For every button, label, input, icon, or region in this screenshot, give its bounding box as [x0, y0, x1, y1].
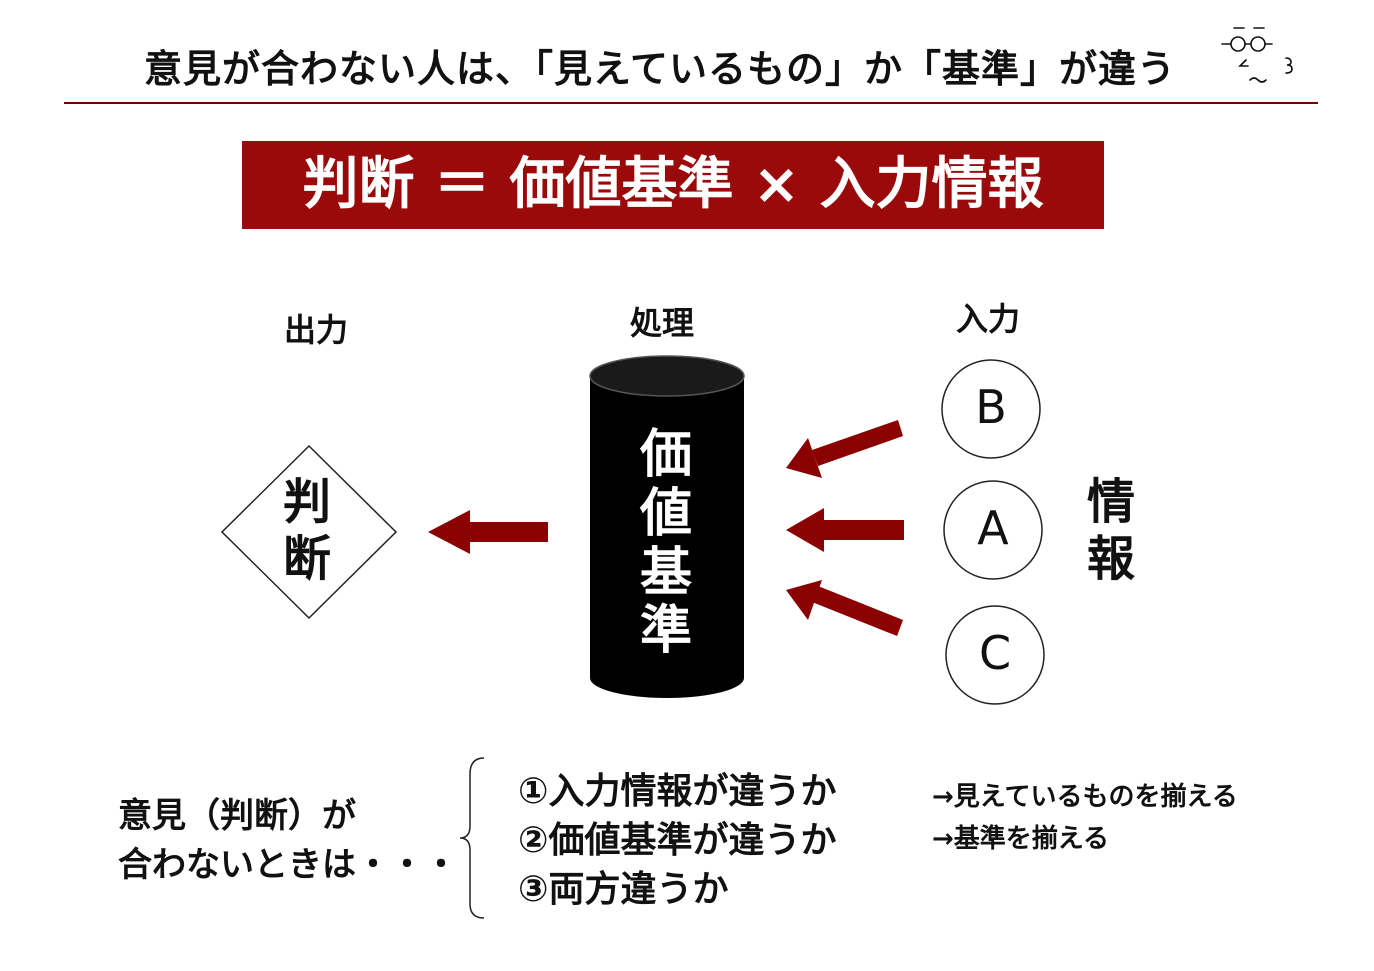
- input-item-a: A: [977, 501, 1009, 555]
- input-arrow-middle: [786, 508, 904, 552]
- process-label: 処理: [629, 304, 694, 342]
- info-char: 報: [1086, 530, 1135, 587]
- cylinder-char: 価: [639, 425, 692, 485]
- input-item-c: C: [978, 626, 1012, 680]
- cylinder-char: 基: [639, 542, 692, 603]
- face-doodle-icon: [1221, 27, 1293, 83]
- input-item-b: B: [975, 380, 1007, 434]
- cylinder-char: 準: [639, 601, 692, 662]
- input-circle-a: [943, 480, 1043, 580]
- info-char: 情: [1086, 474, 1135, 530]
- condition-item: ①入力情報が違うか: [518, 771, 837, 812]
- bottom-lead: 意見（判断）が 合わないときは・・・: [118, 792, 458, 891]
- judgement-char: 断: [282, 530, 331, 587]
- remedy-item: →基準を揃える: [932, 824, 1110, 855]
- lead-line: 合わないときは・・・: [118, 845, 458, 886]
- input-label: 入力: [955, 300, 1020, 338]
- formula-banner: 判断 ＝ 価値基準 × 入力情報: [242, 141, 1104, 229]
- remedy-list: →見えているものを揃える →基準を揃える: [932, 776, 1238, 861]
- input-arrow-top: [786, 420, 903, 478]
- input-circle-c: [945, 605, 1045, 705]
- condition-item: ③両方違うか: [518, 868, 729, 910]
- info-label: 情 報: [1076, 474, 1146, 587]
- value-cylinder: [589, 355, 745, 698]
- judgement-char: 判: [282, 474, 331, 530]
- input-arrow-bottom: [786, 580, 903, 636]
- condition-bracket: [459, 757, 485, 919]
- output-arrow: [428, 510, 548, 554]
- input-circle-b: [941, 359, 1041, 459]
- judgement-diamond: [220, 444, 398, 620]
- cylinder-char: 値: [639, 483, 692, 544]
- lead-line: 意見（判断）が: [118, 796, 356, 836]
- page-title: 意見が合わない人は、「見えているもの」か「基準」が違う: [143, 47, 1177, 91]
- condition-list: ①入力情報が違うか ②価値基準が違うか ③両方違うか: [518, 768, 836, 915]
- judgement-text: 判 断: [272, 474, 342, 587]
- cylinder-text: 価 値 基 準: [631, 426, 701, 661]
- output-label: 出力: [283, 311, 348, 349]
- remedy-item: →見えているものを揃える: [932, 782, 1238, 812]
- title-underline: [64, 102, 1318, 104]
- condition-item: ②価値基準が違うか: [518, 819, 837, 861]
